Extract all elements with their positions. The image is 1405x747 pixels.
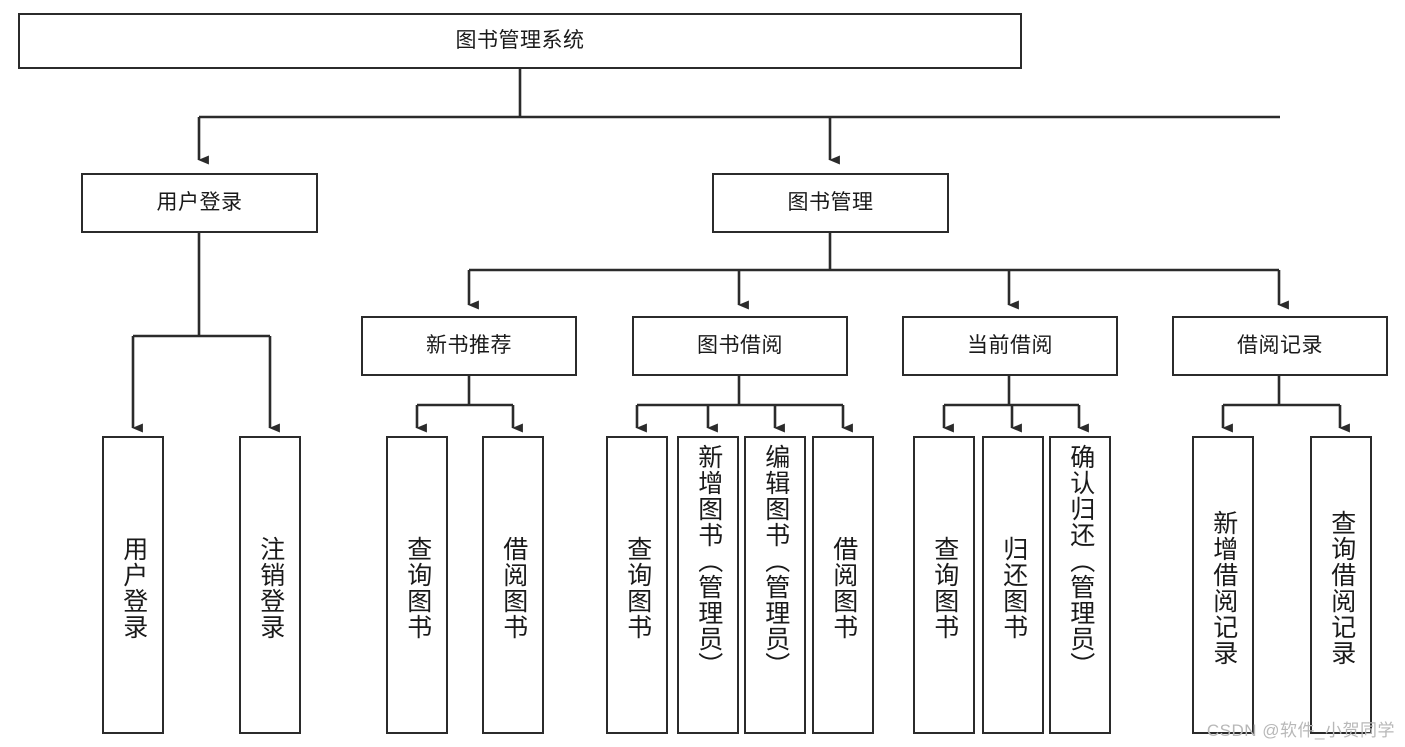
node-leaf-confirm-return-label: 确认归还（管理员）: [1066, 444, 1095, 678]
node-new-book-recommend[interactable]: 新书推荐: [361, 316, 577, 376]
node-leaf-add-book-label: 新增图书（管理员）: [694, 444, 723, 678]
node-borrow-record[interactable]: 借阅记录: [1172, 316, 1388, 376]
node-leaf-add-record-label: 新增借阅记录: [1209, 510, 1238, 666]
node-leaf-user-login-label: 用户登录: [119, 536, 148, 640]
node-leaf-borrow-book-2[interactable]: 借阅图书: [812, 436, 874, 734]
node-user-login[interactable]: 用户登录: [81, 173, 318, 233]
node-leaf-confirm-return[interactable]: 确认归还（管理员）: [1049, 436, 1111, 734]
csdn-watermark: CSDN @软件_小贺同学: [1206, 721, 1395, 740]
node-leaf-add-book[interactable]: 新增图书（管理员）: [677, 436, 739, 734]
node-leaf-query-record-label: 查询借阅记录: [1327, 510, 1356, 666]
node-user-login-label: 用户登录: [156, 191, 243, 215]
node-leaf-add-record[interactable]: 新增借阅记录: [1192, 436, 1254, 734]
node-root[interactable]: 图书管理系统: [18, 13, 1022, 69]
node-leaf-return-book[interactable]: 归还图书: [982, 436, 1044, 734]
node-leaf-query-book-1[interactable]: 查询图书: [386, 436, 448, 734]
node-root-label: 图书管理系统: [455, 29, 585, 53]
node-leaf-query-book-1-label: 查询图书: [403, 536, 432, 640]
node-current-borrow-label: 当前借阅: [967, 334, 1053, 358]
node-leaf-borrow-book-1-label: 借阅图书: [499, 536, 528, 640]
node-book-borrow-label: 图书借阅: [697, 334, 783, 358]
node-leaf-user-login[interactable]: 用户登录: [102, 436, 164, 734]
node-book-management[interactable]: 图书管理: [712, 173, 949, 233]
node-leaf-logout-label: 注销登录: [256, 536, 285, 640]
node-leaf-query-record[interactable]: 查询借阅记录: [1310, 436, 1372, 734]
node-leaf-query-book-3-label: 查询图书: [930, 536, 959, 640]
node-book-management-label: 图书管理: [787, 191, 874, 215]
node-borrow-record-label: 借阅记录: [1237, 334, 1323, 358]
node-current-borrow[interactable]: 当前借阅: [902, 316, 1118, 376]
node-leaf-edit-book-label: 编辑图书（管理员）: [761, 444, 790, 678]
node-leaf-borrow-book-2-label: 借阅图书: [829, 536, 858, 640]
node-leaf-return-book-label: 归还图书: [999, 536, 1028, 640]
node-leaf-query-book-3[interactable]: 查询图书: [913, 436, 975, 734]
node-leaf-edit-book[interactable]: 编辑图书（管理员）: [744, 436, 806, 734]
node-new-book-recommend-label: 新书推荐: [426, 334, 512, 358]
node-book-borrow[interactable]: 图书借阅: [632, 316, 848, 376]
node-leaf-logout[interactable]: 注销登录: [239, 436, 301, 734]
node-leaf-query-book-2[interactable]: 查询图书: [606, 436, 668, 734]
node-leaf-borrow-book-1[interactable]: 借阅图书: [482, 436, 544, 734]
node-leaf-query-book-2-label: 查询图书: [623, 536, 652, 640]
